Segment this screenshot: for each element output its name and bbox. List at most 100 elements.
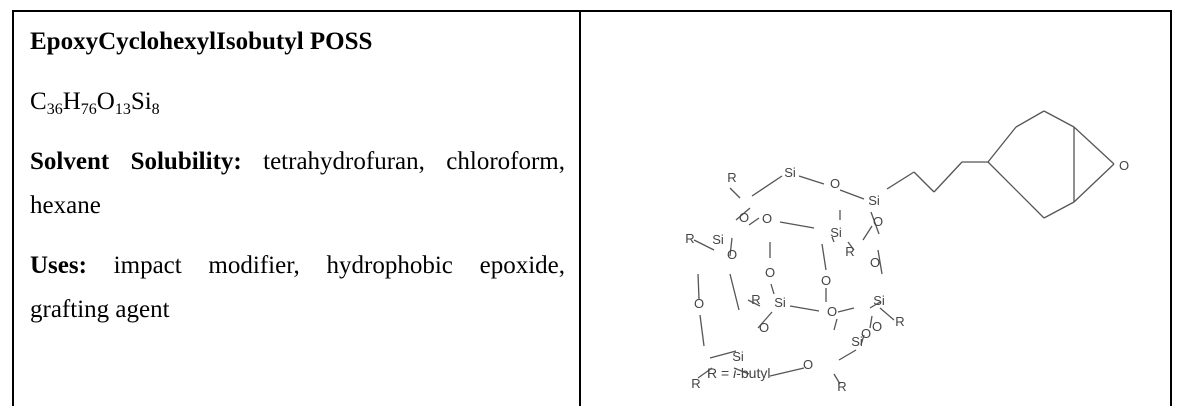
oxygen-atom: O bbox=[830, 176, 840, 191]
product-info-cell: EpoxyCyclohexylIsobutyl POSS C36H76O13Si… bbox=[14, 12, 579, 406]
bond-line bbox=[779, 221, 815, 229]
uses-label: Uses: bbox=[30, 252, 87, 279]
bond-line bbox=[831, 236, 835, 243]
r-group: R bbox=[727, 170, 736, 185]
silicon-atom: Si bbox=[868, 193, 880, 208]
bond-line bbox=[729, 237, 733, 257]
bond-line bbox=[733, 367, 750, 375]
column-divider bbox=[579, 12, 581, 406]
structure-legend: R = i-butyl bbox=[707, 365, 770, 381]
bond-line bbox=[821, 243, 827, 271]
bond-line bbox=[757, 311, 773, 329]
compound-name: EpoxyCyclohexylIsobutyl POSS bbox=[30, 28, 373, 55]
silicon-atom: Si bbox=[784, 165, 796, 180]
bond-line bbox=[933, 161, 963, 193]
legend-suffix: -butyl bbox=[736, 365, 770, 381]
bond-line bbox=[837, 307, 855, 313]
oxygen-atom: O bbox=[872, 319, 882, 334]
oxygen-atom: O bbox=[870, 255, 880, 270]
bond-line bbox=[747, 299, 761, 307]
structure-bonds bbox=[693, 110, 1115, 385]
r-group: R bbox=[895, 314, 904, 329]
solubility-value: tetrahydrofuran, chloroform, hexane bbox=[30, 148, 565, 219]
bond-line bbox=[886, 171, 915, 190]
formula-element: Si bbox=[130, 88, 152, 115]
bond-line bbox=[751, 175, 783, 197]
oxygen-atom: O bbox=[727, 247, 737, 262]
bond-line bbox=[729, 187, 741, 199]
formula-element: C bbox=[30, 88, 47, 115]
oxygen-atom: O bbox=[762, 211, 772, 226]
bond-line bbox=[789, 305, 820, 312]
bond-line bbox=[870, 211, 880, 235]
oxygen-atom: O bbox=[765, 265, 775, 280]
bond-line bbox=[913, 171, 935, 193]
epoxide-oxygen-atom: O bbox=[1119, 158, 1129, 173]
silicon-atom: Si bbox=[774, 295, 786, 310]
silicon-atom: Si bbox=[712, 232, 724, 247]
bond-line bbox=[869, 301, 881, 309]
silicon-atom: Si bbox=[732, 349, 744, 364]
formula-element: H bbox=[62, 88, 81, 115]
bond-line bbox=[798, 175, 825, 185]
bond-line bbox=[869, 315, 873, 329]
r-group: R bbox=[685, 231, 694, 246]
silicon-atom: Si bbox=[830, 225, 842, 240]
bond-line bbox=[1043, 110, 1075, 128]
bond-line bbox=[709, 350, 737, 359]
bond-line bbox=[1073, 163, 1115, 203]
legend-prefix: R = bbox=[707, 365, 733, 381]
oxygen-atom: O bbox=[861, 326, 871, 341]
product-table: EpoxyCyclohexylIsobutyl POSS C36H76O13Si… bbox=[12, 10, 1172, 406]
oxygen-atom: O bbox=[759, 320, 769, 335]
formula-count: 13 bbox=[114, 101, 131, 118]
bond-line bbox=[1043, 201, 1075, 219]
uses-paragraph: Uses: impact modifier, hydrophobic epoxi… bbox=[30, 244, 565, 332]
bond-line bbox=[862, 225, 873, 241]
bond-line bbox=[838, 349, 857, 361]
formula-count: 8 bbox=[151, 101, 160, 118]
oxygen-atom: O bbox=[803, 357, 813, 372]
bond-line bbox=[833, 373, 841, 385]
bond-line bbox=[860, 334, 865, 346]
bond-line bbox=[693, 239, 715, 251]
uses-value: impact modifier, hydrophobic epoxide, gr… bbox=[30, 252, 565, 323]
solubility-label: Solvent Solubility: bbox=[30, 148, 242, 175]
bond-line bbox=[748, 217, 760, 226]
formula-element: O bbox=[96, 88, 115, 115]
bond-line bbox=[697, 273, 700, 300]
legend-italic: i bbox=[733, 365, 737, 381]
oxygen-atom: O bbox=[694, 296, 704, 311]
bond-line bbox=[729, 273, 740, 311]
molecular-formula: C36H76O13Si8 bbox=[30, 80, 565, 124]
bond-line bbox=[770, 283, 775, 295]
silicon-atom: Si bbox=[851, 334, 863, 349]
oxygen-atom: O bbox=[739, 210, 749, 225]
silicon-atom: Si bbox=[873, 293, 885, 308]
r-group: R bbox=[691, 376, 700, 391]
r-group: R bbox=[845, 244, 854, 259]
bond-line bbox=[697, 367, 713, 379]
bond-line bbox=[769, 367, 805, 377]
r-group: R bbox=[837, 379, 846, 394]
r-group: R bbox=[751, 292, 760, 307]
bond-line bbox=[1073, 126, 1115, 165]
formula-count: 36 bbox=[46, 101, 63, 118]
bond-line bbox=[987, 161, 1045, 219]
bond-line bbox=[847, 241, 855, 251]
oxygen-atom: O bbox=[827, 304, 837, 319]
bond-line bbox=[1015, 110, 1045, 128]
oxygen-atom: O bbox=[821, 273, 831, 288]
solubility-paragraph: Solvent Solubility: tetrahydrofuran, chl… bbox=[30, 140, 565, 228]
bond-line bbox=[833, 318, 838, 331]
bond-line bbox=[987, 126, 1017, 163]
formula-count: 76 bbox=[80, 101, 97, 118]
bond-line bbox=[877, 249, 883, 275]
bond-line bbox=[699, 314, 705, 347]
oxygen-atom: O bbox=[873, 214, 883, 229]
bond-line bbox=[735, 207, 751, 221]
bond-line bbox=[879, 307, 895, 321]
